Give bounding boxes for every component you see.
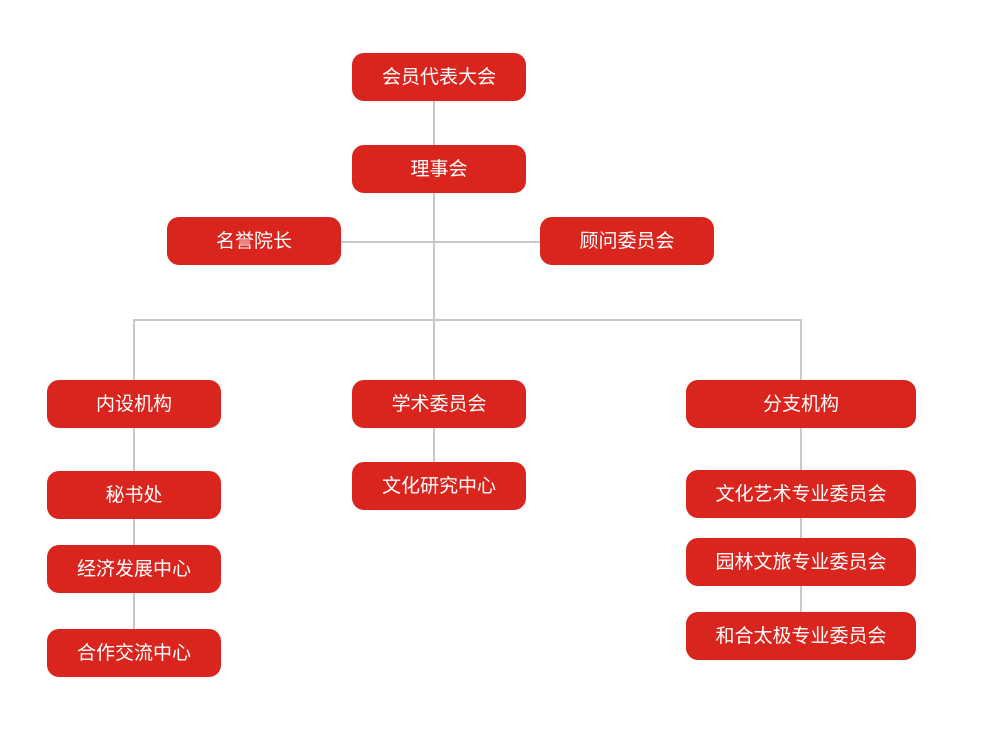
node-assembly: 会员代表大会 <box>352 53 526 101</box>
node-secretariat: 秘书处 <box>47 471 221 519</box>
connector-horizontal-bus <box>133 319 802 321</box>
connector-middle-column <box>433 428 435 463</box>
node-culture-art-committee: 文化艺术专业委员会 <box>686 470 916 518</box>
node-internal: 内设机构 <box>47 380 221 428</box>
node-academic-committee: 学术委员会 <box>352 380 526 428</box>
node-council: 理事会 <box>352 145 526 193</box>
connector-left-drop <box>133 319 135 381</box>
node-honorary-dean: 名誉院长 <box>167 217 341 265</box>
node-garden-tourism-committee: 园林文旅专业委员会 <box>686 538 916 586</box>
connector-right-drop <box>800 319 802 381</box>
node-economic-center: 经济发展中心 <box>47 545 221 593</box>
connector-right-column <box>800 428 802 613</box>
connector-left-column <box>133 428 135 630</box>
connector-side-branch <box>340 241 541 243</box>
node-advisory-committee: 顾问委员会 <box>540 217 714 265</box>
node-taiji-committee: 和合太极专业委员会 <box>686 612 916 660</box>
node-exchange-center: 合作交流中心 <box>47 629 221 677</box>
node-branch: 分支机构 <box>686 380 916 428</box>
node-culture-research-center: 文化研究中心 <box>352 462 526 510</box>
